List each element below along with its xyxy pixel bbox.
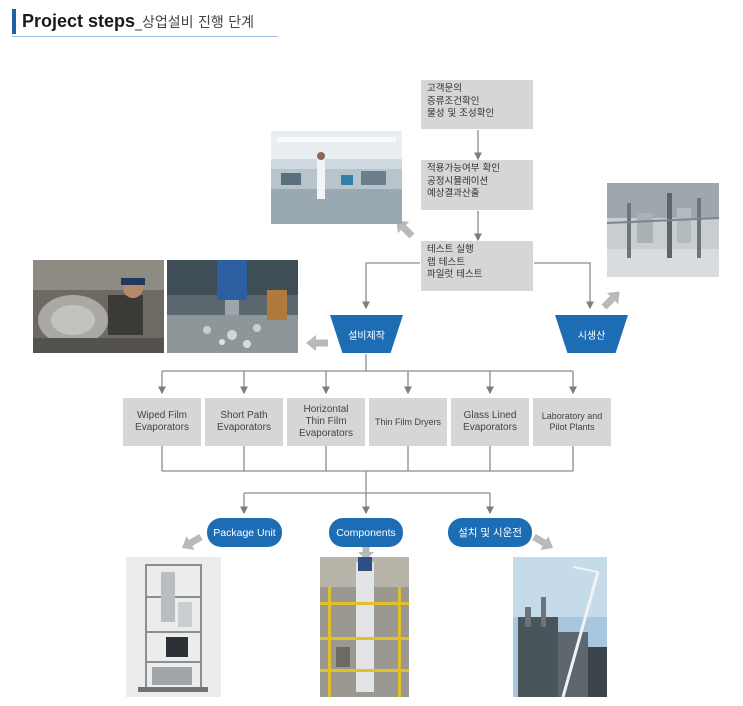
output-installation-label: 설치 및 시운전 [458,527,522,539]
branch-manufacture: 설비제작 [330,315,403,353]
pointer-arrow-plant-photo [601,291,620,310]
output-components: Components [329,518,403,547]
product-1-line-2: Evaporators [135,422,189,433]
branch-trial-production-label: 시생산 [577,330,606,342]
plant-interior-photo [607,183,719,277]
product-wiped-film: Wiped Film Evaporators [123,398,201,446]
step-3-line-3: 파일럿 테스트 [427,269,483,280]
step-feasibility: 적용가능여부 확인 공정시뮬레이션 예상결과산출 [421,160,533,210]
product-horizontal-thin-film: Horizontal Thin Film Evaporators [287,398,365,446]
output-package-unit-label: Package Unit [213,526,276,539]
page-title: Project steps_상업설비 진행 단계 [22,9,254,34]
product-3-line-1: Horizontal [303,404,349,415]
step-customer-inquiry: 고객문의 증류조건확인 물성 및 조성확인 [421,80,533,129]
product-5-line-2: Evaporators [463,422,517,433]
product-5-line-1: Glass Lined [463,410,517,421]
product-4-line-1: Thin Film Dryers [374,417,441,427]
step-1-line-3: 물성 및 조성확인 [427,108,495,119]
title-underline [12,36,278,37]
lab-photo [271,131,402,224]
product-3-line-2: Thin Film [305,416,347,427]
branch-manufacture-label: 설비제작 [348,330,385,342]
product-6-line-1: Laboratory and [541,411,603,421]
branch-trial-production: 시생산 [555,315,628,353]
step-1-line-2: 증류조건확인 [427,95,480,107]
product-thin-film-dryers: Thin Film Dryers [369,398,447,446]
arrow-to-manufacture [362,262,420,310]
product-2-line-2: Evaporators [217,422,271,433]
pointer-arrow-package-photo [181,533,203,550]
product-glass-lined: Glass Lined Evaporators [451,398,529,446]
product-1-line-1: Wiped Film [136,410,187,421]
installation-photo [513,557,607,697]
step-test-execution: 테스트 실행 랩 테스트 파일럿 테스트 [421,241,533,291]
product-3-line-3: Evaporators [299,428,353,439]
workshop-photo-welding [33,260,164,353]
step-2-line-2: 공정시뮬레이션 [427,175,489,187]
components-photo [320,557,409,697]
title-accent-bar [12,9,16,34]
arrow-to-trial-production [534,262,594,310]
step-1-line-1: 고객문의 [427,83,462,94]
product-2-line-1: Short Path [220,410,268,421]
product-laboratory-pilot: Laboratory and Pilot Plants [533,398,611,446]
product-6-line-2: Pilot Plants [549,422,595,432]
product-short-path: Short Path Evaporators [205,398,283,446]
workshop-photo-machining [167,260,298,353]
step-3-line-2: 랩 테스트 [427,256,465,268]
package-unit-photo [126,557,221,697]
page-title-en: Project steps [22,11,136,31]
step-2-line-3: 예상결과산출 [427,188,480,199]
output-package-unit: Package Unit [207,518,282,547]
page-title-ko: _상업설비 진행 단계 [135,15,254,31]
step-3-line-1: 테스트 실행 [427,244,474,255]
pointer-arrow-workshop-photo [306,335,328,351]
output-installation: 설치 및 시운전 [448,518,532,547]
step-2-line-1: 적용가능여부 확인 [427,163,500,174]
pointer-arrow-installation-photo [532,533,554,550]
output-components-label: Components [336,526,396,539]
